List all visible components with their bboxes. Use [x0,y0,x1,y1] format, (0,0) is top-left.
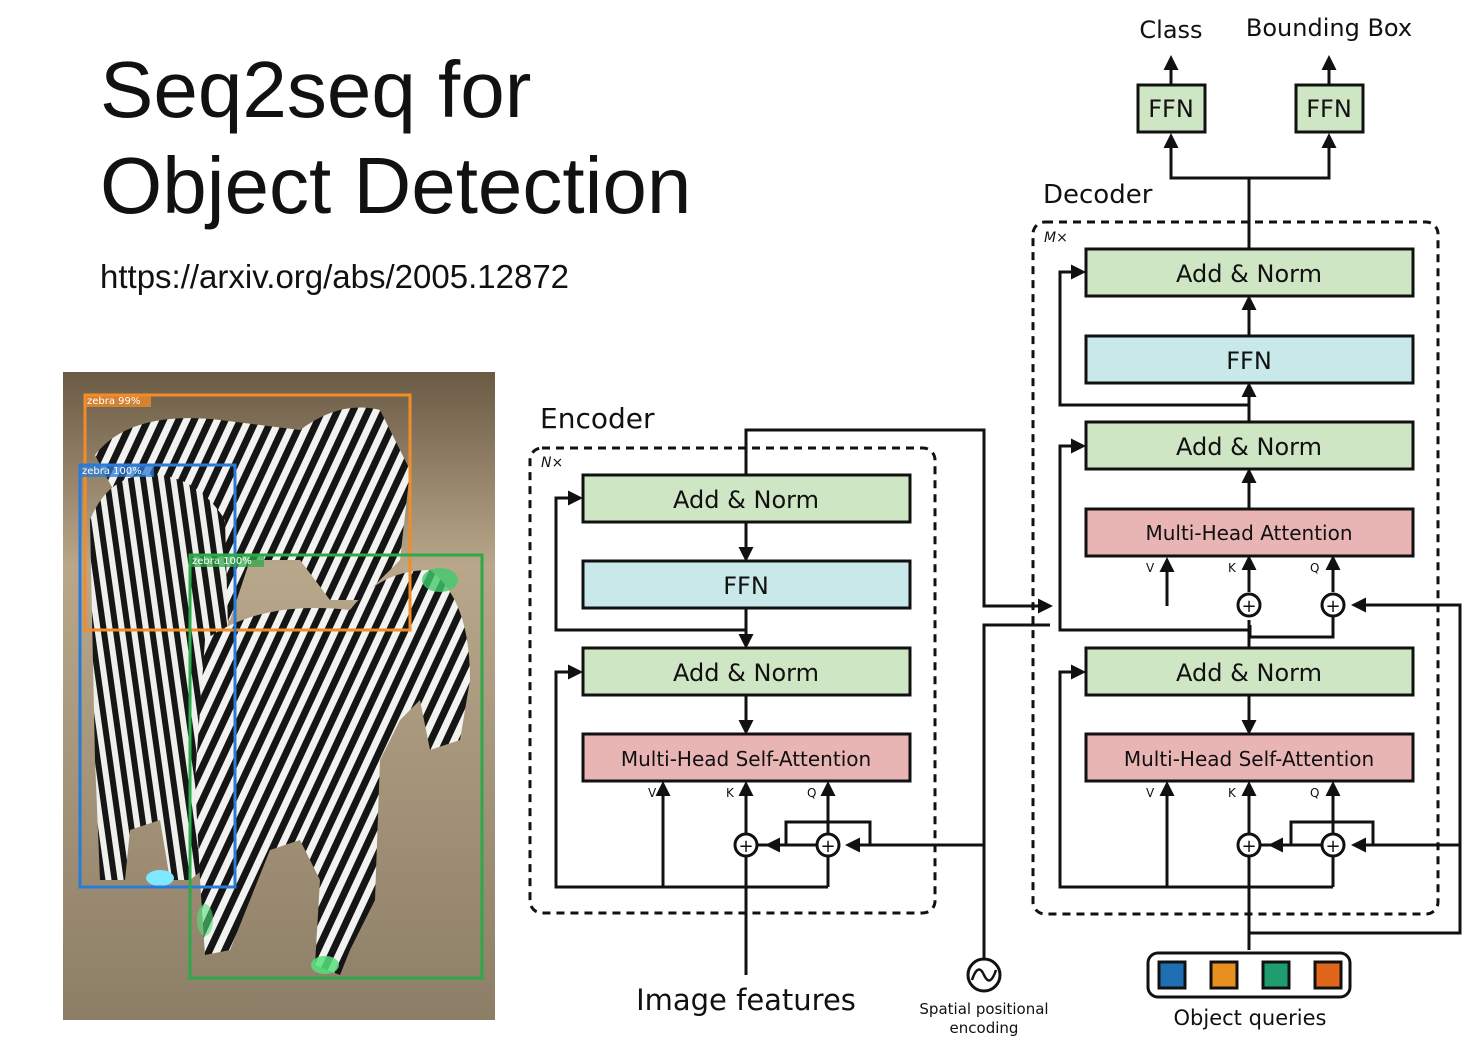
positional-encoding-label-2: encoding [950,1019,1019,1037]
encoder-ffn [581,559,912,610]
encoder-plus-q [815,832,841,858]
decoder-self-v-label: V [1146,786,1155,800]
decoder-add-norm-3 [1084,247,1415,298]
decoder-add-norm-2-label: Add & Norm [1176,433,1322,461]
decoder-self-q-label: Q [1310,786,1319,800]
title-line-2: Object Detection [100,141,692,230]
encoder-repeat-frame [528,446,937,915]
decoder-cross-v-label: V [1146,561,1155,575]
encoder-ffn-label: FFN [723,572,769,600]
detection-box-blue [78,463,237,889]
decoder-self-k-label: K [1228,786,1237,800]
detection-label-1: zebra 99% [87,396,140,407]
encoder-title: Encoder [540,402,655,435]
encoder-add-norm-top-label: Add & Norm [673,486,819,514]
encoder-q-label: Q [807,786,816,800]
zebra-front [195,568,470,975]
decoder-cross-q-label: Q [1310,561,1319,575]
title-line-1: Seq2seq for [100,45,532,134]
detection-label-3: zebra 100% [192,556,252,567]
zebra-back [95,407,410,620]
box-head-ffn [1294,83,1365,134]
decoder-plus-k-self [1236,832,1262,858]
query-token-4 [1313,960,1343,990]
bounding-box-output-label: Bounding Box [1246,14,1412,42]
encoder-add-norm-top [581,473,912,524]
encoder-v-label: V [648,786,657,800]
decoder-repeat-label: M× [1044,230,1068,246]
paper-link[interactable]: https://arxiv.org/abs/2005.12872 [100,258,570,295]
decoder-repeat-frame [1031,220,1440,916]
zebra-photo: zebra 99% zebra 100% zebra 100% [63,372,495,1020]
page-title: Seq2seq for Object Detection [100,42,691,234]
encoder-self-attention [581,732,912,783]
class-output-label: Class [1139,16,1202,44]
encoder: Encoder N× Add & Norm FFN Add & Norm Mul… [528,402,1175,975]
encoder-add-norm-bottom-label: Add & Norm [673,659,819,687]
plus-sign: + [738,836,753,857]
positional-encoding-label-1: Spatial positional [919,1000,1048,1018]
decoder-plus-k-cross [1236,592,1262,618]
decoder-add-norm-1-label: Add & Norm [1176,659,1322,687]
decoder-plus-q-cross [1320,592,1346,618]
class-head-ffn [1136,83,1207,134]
plus-sign: + [1241,596,1256,617]
query-token-3 [1261,960,1291,990]
decoder-ffn [1084,334,1415,385]
decoder-plus-q-self [1320,832,1346,858]
decoder-cross-attention [1084,507,1415,558]
encoder-repeat-label: N× [541,455,563,471]
decoder-add-norm-2 [1084,420,1415,471]
object-queries-label: Object queries [1174,1006,1327,1030]
decoder-cross-k-label: K [1228,561,1237,575]
detection-box-orange [83,393,412,632]
decoder-self-attention-label: Multi-Head Self-Attention [1124,747,1374,771]
plus-sign: + [1241,836,1256,857]
object-queries [1146,951,1352,999]
box-head-ffn-label: FFN [1306,95,1352,123]
plus-sign: + [820,836,835,857]
detection-box-green [188,553,484,980]
decoder-ffn-label: FFN [1226,347,1272,375]
encoder-plus-k [733,832,759,858]
decoder-add-norm-3-label: Add & Norm [1176,260,1322,288]
plus-sign: + [1325,836,1340,857]
encoder-self-attention-label: Multi-Head Self-Attention [621,747,871,771]
image-features-label: Image features [636,983,856,1017]
decoder-title: Decoder [1043,180,1153,210]
decoder-cross-attention-label: Multi-Head Attention [1145,521,1352,545]
detection-label-2: zebra 100% [82,466,142,477]
zebra-left [90,474,230,886]
decoder: Decoder M× Add & Norm FFN Add & Norm Mul… [1031,55,1462,950]
class-head-ffn-label: FFN [1148,95,1194,123]
plus-sign: + [1325,596,1340,617]
query-token-1 [1157,960,1187,990]
encoder-k-label: K [726,786,735,800]
query-token-2 [1209,960,1239,990]
